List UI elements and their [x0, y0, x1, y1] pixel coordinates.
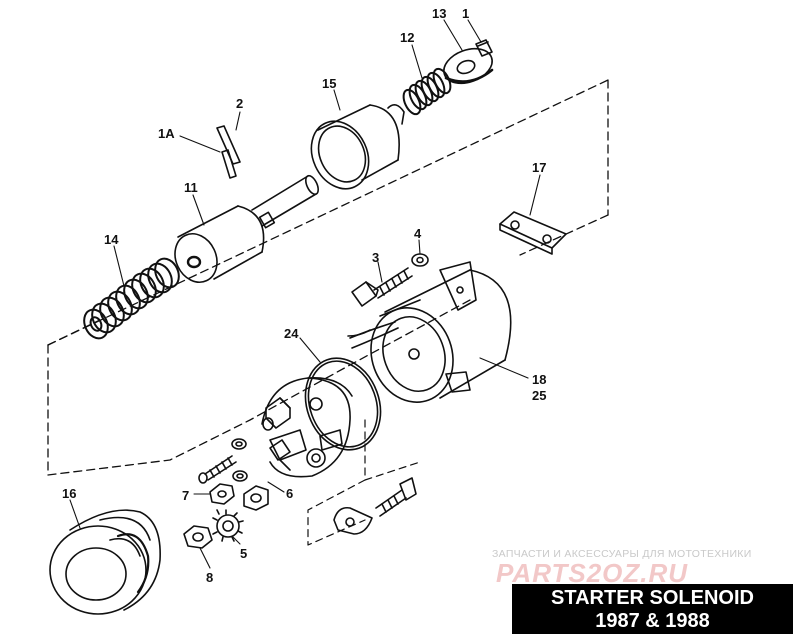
part-terminal-stud: [262, 397, 291, 431]
callout-1: 1: [462, 6, 469, 21]
callout-16: 16: [62, 486, 76, 501]
part-6-nut: [243, 485, 269, 511]
leader-6: [267, 481, 285, 493]
part-5-star-washer: [212, 509, 244, 542]
part-1a-pin: [221, 149, 237, 179]
part-lower-bolt: [375, 477, 417, 517]
part-14-spring: [83, 257, 180, 340]
title-line-2: 1987 & 1988: [595, 610, 710, 632]
callout-15: 15: [322, 76, 336, 91]
part-17-plate: [499, 211, 567, 255]
part-3-bolt: [351, 267, 413, 307]
part-1-pin: [475, 39, 493, 57]
leader-8: [199, 547, 211, 569]
callout-4: 4: [414, 226, 422, 241]
leader-12: [411, 44, 423, 79]
assembly-outline-lower: [307, 419, 421, 546]
callout-18: 18: [532, 372, 546, 387]
part-cap-terminal-block: [261, 377, 353, 478]
callout-24: 24: [284, 326, 299, 341]
leader-14: [113, 245, 125, 287]
callout-8: 8: [206, 570, 213, 585]
part-small-washer-a: [231, 438, 247, 450]
part-screw: [198, 455, 237, 484]
callout-7: 7: [182, 488, 189, 503]
part-7-nut: [209, 483, 235, 505]
leader-3: [377, 261, 383, 283]
callout-13: 13: [432, 6, 446, 21]
leader-24: [299, 337, 321, 363]
callout-5: 5: [240, 546, 247, 561]
leader-11: [192, 194, 205, 226]
part-15-sleeve: [310, 104, 405, 190]
callout-3: 3: [372, 250, 379, 265]
callout-6: 6: [286, 486, 293, 501]
part-4-lockwasher: [411, 253, 429, 267]
title-line-1: STARTER SOLENOID: [551, 587, 754, 609]
part-24-gasket: [304, 357, 382, 451]
part-11-plunger: [174, 174, 319, 283]
title-box: STARTER SOLENOID 1987 & 1988: [512, 584, 793, 634]
callout-25: 25: [532, 388, 546, 403]
part-13-washer: [443, 47, 494, 85]
watermark-logo: PARTS2OZ.RU: [496, 558, 689, 588]
part-small-washer-b: [232, 470, 248, 482]
callout-11: 11: [184, 180, 198, 195]
callout-14: 14: [104, 232, 119, 247]
callout-2: 2: [236, 96, 243, 111]
leader-15: [333, 89, 341, 111]
part-16-cover: [49, 509, 161, 615]
callout-17: 17: [532, 160, 546, 175]
part-8-nut: [183, 525, 213, 549]
part-2-pin: [216, 125, 241, 165]
part-12-spring: [402, 67, 452, 116]
leader-18: [479, 357, 529, 379]
leader-16: [69, 499, 81, 529]
callout-1a: 1A: [158, 126, 175, 141]
part-terminal-lug: [333, 506, 373, 535]
watermark-tagline: ЗАПЧАСТИ И АКСЕССУАРЫ ДЛЯ МОТОТЕХНИКИ: [492, 548, 752, 560]
leader-4: [418, 239, 421, 255]
leader-1a: [179, 135, 221, 153]
part-lower-stud: [269, 439, 291, 471]
callout-12: 12: [400, 30, 414, 45]
leader-17: [529, 174, 541, 216]
leader-13: [443, 19, 463, 51]
part-18-housing: [347, 261, 512, 403]
leader-5: [231, 535, 241, 545]
assembly-outline-upper: [47, 79, 609, 476]
leader-2: [235, 111, 241, 131]
leader-1: [467, 19, 482, 43]
